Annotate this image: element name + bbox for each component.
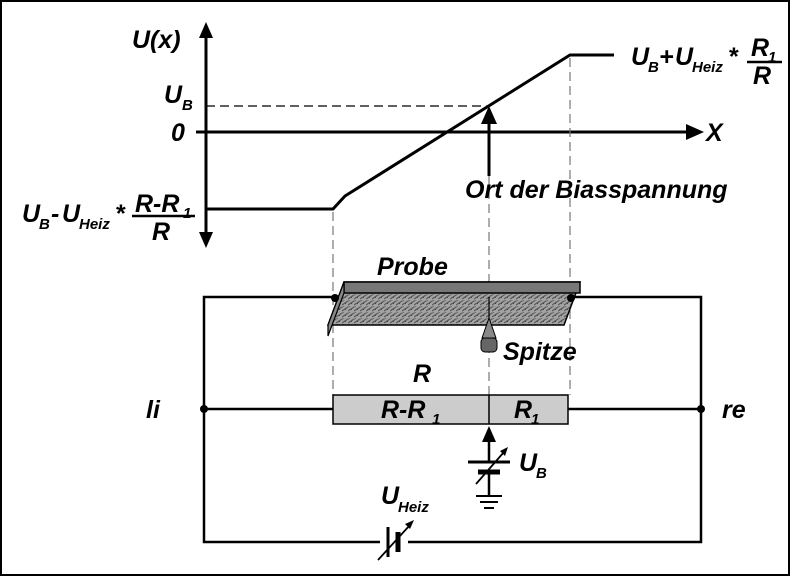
label-bias-location: Ort der Biasspannung bbox=[465, 176, 728, 204]
y-axis-arrow-up bbox=[199, 22, 213, 38]
label-heiz-u: U bbox=[381, 482, 400, 510]
right-plus: + bbox=[659, 43, 674, 71]
label-ub-base: U bbox=[164, 81, 183, 109]
potential-curve bbox=[206, 53, 614, 211]
bias-arrow-head bbox=[481, 106, 497, 124]
left-sub-b: B bbox=[39, 216, 50, 233]
left-star: * bbox=[115, 200, 126, 228]
node-right bbox=[697, 405, 705, 413]
probe-side-face bbox=[327, 281, 345, 337]
left-minus: - bbox=[51, 200, 59, 228]
label-ub-sub: B bbox=[182, 97, 193, 114]
bias-adjust-arrow bbox=[500, 447, 508, 456]
right-sub-heiz: Heiz bbox=[692, 59, 723, 76]
label-spitze: Spitze bbox=[503, 338, 577, 366]
probe-contact-left bbox=[331, 294, 339, 302]
probe-top-face bbox=[343, 281, 581, 294]
left-u: U bbox=[22, 200, 41, 228]
resistor bbox=[332, 394, 569, 425]
right-star: * bbox=[728, 43, 739, 71]
left-num-sub1: 1 bbox=[183, 205, 191, 222]
label-resistor-r: R bbox=[413, 360, 431, 388]
heater-adjust-arrow bbox=[405, 520, 414, 529]
label-resistor-left-sub: 1 bbox=[432, 411, 440, 428]
label-u-of-x: U(x) bbox=[132, 26, 181, 54]
label-zero: 0 bbox=[171, 119, 185, 147]
right-sub-b: B bbox=[648, 59, 659, 76]
label-heiz-sub: Heiz bbox=[398, 499, 429, 516]
label-bias-u: U bbox=[519, 449, 538, 477]
probe-contact-right bbox=[567, 294, 575, 302]
tip-holder bbox=[480, 337, 498, 353]
left-sub-heiz: Heiz bbox=[79, 216, 110, 233]
label-li: li bbox=[146, 396, 161, 424]
bias-adjust-line bbox=[475, 451, 505, 485]
right-num-sub1: 1 bbox=[768, 49, 776, 66]
right-u: U bbox=[631, 43, 650, 71]
label-bias-sub: B bbox=[536, 465, 547, 482]
right-num-r: R bbox=[751, 34, 769, 62]
right-den-r: R bbox=[753, 62, 771, 90]
x-axis-arrow bbox=[686, 124, 704, 140]
label-resistor-right: R bbox=[514, 396, 532, 424]
y-axis-arrow-down bbox=[199, 232, 213, 248]
node-left bbox=[200, 405, 208, 413]
label-resistor-left: R-R bbox=[381, 396, 425, 424]
label-resistor-right-sub: 1 bbox=[531, 411, 539, 428]
left-num: R-R bbox=[135, 190, 179, 218]
heater-adjust-line bbox=[377, 524, 411, 561]
bias-tap-arrow bbox=[482, 426, 496, 442]
left-u2: U bbox=[62, 200, 81, 228]
left-den-r: R bbox=[152, 218, 170, 246]
right-u2: U bbox=[675, 43, 694, 71]
label-re: re bbox=[722, 396, 746, 424]
label-x: X bbox=[704, 119, 724, 147]
label-probe: Probe bbox=[377, 253, 448, 281]
